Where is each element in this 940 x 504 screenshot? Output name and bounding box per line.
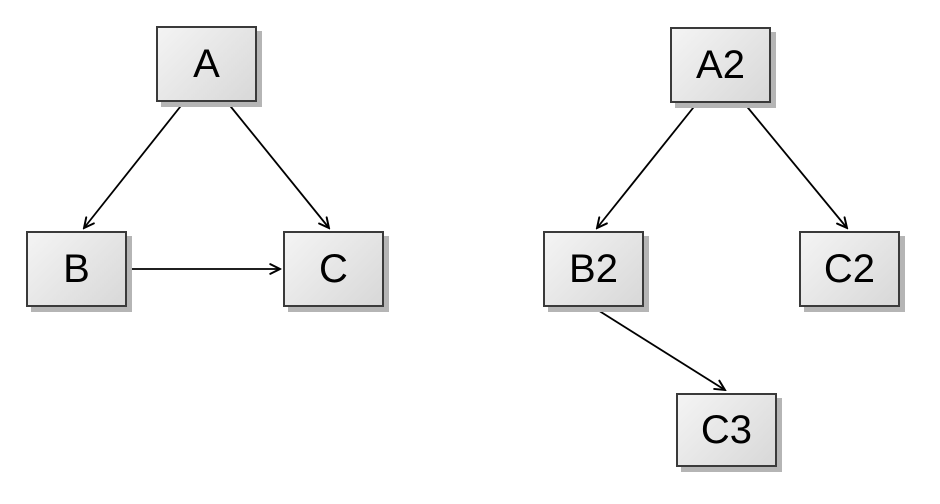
graph-node-c[interactable]: C bbox=[283, 231, 384, 307]
node-label-a: A bbox=[193, 42, 220, 86]
edge-a-to-c[interactable] bbox=[226, 101, 329, 228]
node-label-b: B bbox=[63, 247, 90, 291]
node-label-c3: C3 bbox=[700, 408, 753, 452]
graph-node-a[interactable]: A bbox=[156, 26, 257, 102]
node-label-b2: B2 bbox=[569, 247, 618, 291]
graph-node-a2[interactable]: A2 bbox=[670, 27, 771, 103]
node-label-c: C bbox=[319, 247, 348, 291]
node-label-a2: A2 bbox=[696, 43, 745, 87]
graph-node-b2[interactable]: B2 bbox=[543, 231, 644, 307]
edge-a-to-b[interactable] bbox=[84, 101, 185, 228]
edge-b2-to-c3[interactable] bbox=[592, 306, 725, 390]
graph-node-b[interactable]: B bbox=[26, 231, 127, 307]
edge-a2-to-b2[interactable] bbox=[597, 102, 698, 228]
graph-node-c3[interactable]: C3 bbox=[676, 393, 777, 467]
graph-node-c2[interactable]: C2 bbox=[799, 231, 900, 307]
edge-a2-to-c2[interactable] bbox=[743, 102, 847, 228]
node-label-c2: C2 bbox=[823, 247, 876, 291]
